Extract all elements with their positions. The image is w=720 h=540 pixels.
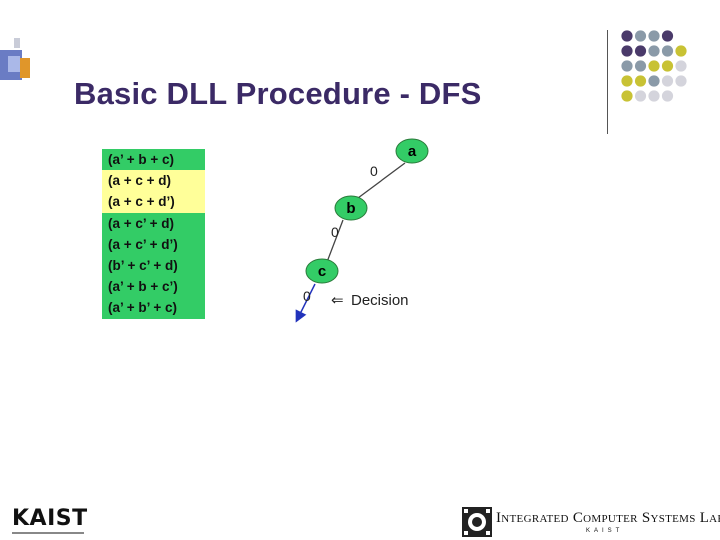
decorative-dot	[634, 45, 647, 57]
edge-label: 0	[331, 224, 339, 240]
tree-edge-b-c: 0	[326, 219, 344, 263]
clause-row: (a’ + b’ + c)	[102, 297, 205, 319]
node-label: a	[408, 143, 417, 160]
kaist-logo: KAIST	[12, 506, 88, 531]
decorative-dot	[675, 60, 687, 72]
lab-subtitle: KAIST	[586, 528, 624, 534]
lab-logo-icon	[462, 507, 492, 537]
decorative-dot	[621, 90, 633, 102]
decorative-dot	[661, 90, 674, 102]
decorative-dot	[661, 75, 674, 87]
clause-row: (b’ + c’ + d)	[102, 254, 205, 277]
decorative-dot	[661, 45, 674, 57]
decorative-dot	[634, 75, 647, 87]
decision-legend: ⇐ Decision	[331, 292, 409, 309]
slide-title: Basic DLL Procedure - DFS	[74, 76, 482, 111]
decorative-dot	[648, 90, 660, 102]
clause-row: (a’ + b + c’)	[102, 276, 205, 298]
tree-edge-c-next: 0	[295, 283, 316, 323]
decorative-dot	[648, 30, 660, 42]
clause-list: (a’ + b + c)(a + c + d)(a + c + d’)(a + …	[102, 149, 205, 319]
tree-node-b: b	[334, 195, 368, 221]
clause-row: (a + c + d)	[102, 170, 205, 192]
decorative-dot	[621, 30, 633, 42]
clause-row: (a + c + d’)	[102, 191, 205, 213]
decorative-dot	[621, 60, 633, 72]
decorative-dot	[621, 45, 633, 57]
tree-edge-a-b: 0	[357, 162, 406, 199]
decorative-dot	[648, 75, 660, 87]
clause-row: (a’ + b + c)	[102, 149, 205, 171]
clause-row: (a + c’ + d)	[102, 212, 205, 234]
decorative-dot	[675, 45, 687, 57]
tree-node-a: a	[395, 138, 429, 164]
decorative-dot	[661, 60, 674, 72]
decorative-dot	[675, 75, 687, 87]
side-logo-icon	[0, 38, 30, 80]
decorative-dot	[648, 45, 660, 57]
title-divider	[607, 30, 608, 134]
clause-row: (a + c’ + d’)	[102, 233, 205, 255]
node-label: b	[346, 200, 355, 217]
decision-arrow-icon: ⇐	[331, 292, 344, 309]
decorative-dot	[634, 30, 647, 42]
lab-name: Integrated Computer Systems Lab	[496, 510, 720, 526]
edge-label: 0	[370, 163, 378, 179]
decorative-dot	[648, 60, 660, 72]
edge-label: 0	[303, 288, 311, 304]
decision-legend-text: Decision	[351, 292, 409, 309]
tree-node-c: c	[305, 258, 339, 284]
node-label: c	[318, 263, 326, 280]
decorative-dot	[621, 75, 633, 87]
kaist-logo-underline	[12, 532, 84, 534]
decorative-dot	[661, 30, 674, 42]
decorative-dot	[634, 90, 647, 102]
decorative-dot-grid	[621, 30, 687, 102]
decorative-dot	[634, 60, 647, 72]
